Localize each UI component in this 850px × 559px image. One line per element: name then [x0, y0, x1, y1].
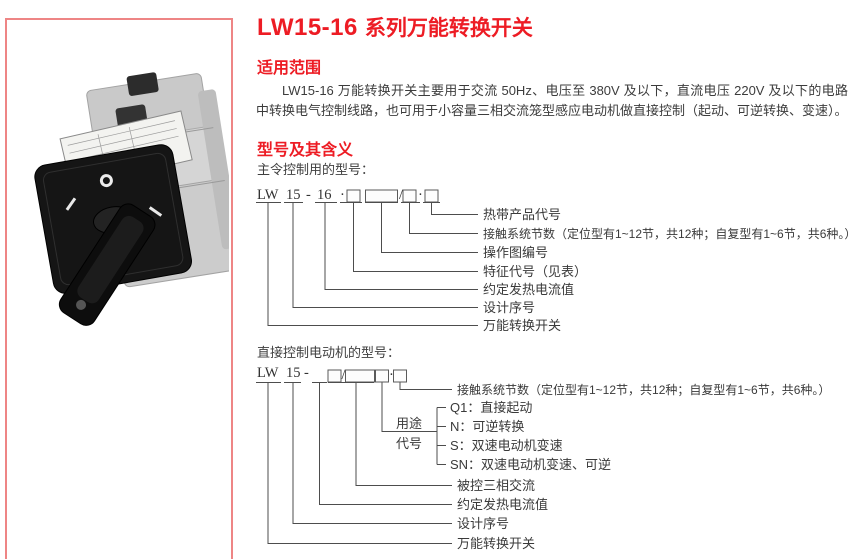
d1-label-feature: 特征代号（见表） [483, 264, 587, 279]
diagram2-caption: 直接控制电动机的型号： [257, 345, 401, 360]
position-mark-left [65, 197, 77, 211]
product-photo-frame: LW15-16 [5, 18, 233, 559]
d1-token-dot1: · [340, 187, 345, 203]
d2-token-lw: LW [257, 365, 279, 381]
connector-line [355, 382, 452, 486]
connector-line [292, 202, 478, 308]
scope-paragraph: LW15-16 万能转换开关主要用于交流 50Hz、电压至 380V 及以下，直… [256, 83, 848, 118]
d1-label-current: 约定发热电流值 [483, 282, 574, 297]
d1-token-16: 16 [317, 187, 332, 203]
position-mark-right [148, 206, 163, 217]
model-code-diagram-motor: LW 15 - / · 接触系统节数（定位型有1~12节，共12种；自复型有1~… [256, 365, 830, 551]
model-code-diagram-master: LW 15 - 16 · / · 热带产品代号 接触系统节数（定位型有1~12节… [256, 187, 850, 333]
d2-label-usage-2: 代号 [396, 436, 422, 451]
scope-heading: 适用范围 [257, 60, 322, 77]
d2-option-n: N：可逆转换 [450, 419, 524, 434]
d1-token-dot2: · [418, 187, 423, 203]
code-box-motor-b [344, 369, 376, 383]
d2-label-switch: 万能转换开关 [457, 536, 535, 551]
code-box-feature [346, 189, 361, 203]
connector-line [353, 202, 478, 272]
title-model-number: LW15-16 [257, 14, 358, 41]
connector-line [381, 202, 478, 253]
d2-token-slash: / [342, 367, 347, 383]
d2-label-current: 约定发热电流值 [457, 497, 548, 512]
d2-option-s: S：双速电动机变速 [450, 438, 563, 453]
code-box-motor-a [327, 369, 342, 383]
d2-token-dot: · [389, 367, 394, 383]
code-box-sections2 [392, 369, 408, 383]
connector-line [292, 382, 452, 524]
connector-line [267, 202, 478, 326]
connector-line [399, 382, 452, 390]
d2-label-design: 设计序号 [457, 516, 509, 531]
d1-label-design: 设计序号 [483, 300, 535, 315]
d1-token-lw: LW [257, 187, 279, 203]
connector-line [409, 202, 478, 234]
d2-label-motor: 被控三相交流 [457, 478, 535, 493]
code-box-usage [374, 369, 390, 383]
d2-option-sn: SN：双速电动机变速、可逆 [450, 457, 611, 472]
code-box-sections [402, 189, 417, 203]
connector-line [431, 202, 478, 215]
connector-line [324, 202, 478, 290]
d2-token-15: 15 [286, 365, 301, 381]
rotary-switch-photo: LW15-16 [34, 72, 229, 326]
d1-label-sections: 接触系统节数（定位型有1~12节，共12种；自复型有1~6节，共6种。） [483, 226, 850, 241]
connector-line [319, 382, 452, 505]
switch-handle [58, 203, 156, 326]
d1-token-dash: - [306, 187, 311, 203]
d2-label-sections: 接触系统节数（定位型有1~12节，共12种；自复型有1~6节，共6种。） [457, 382, 830, 397]
d1-label-tropical: 热带产品代号 [483, 207, 561, 222]
d2-token-dash: - [304, 365, 309, 381]
d1-label-opdiagram: 操作图编号 [483, 245, 548, 260]
d2-label-usage-1: 用途 [396, 416, 422, 431]
connector-line [267, 382, 452, 544]
d2-option-q1: Q1：直接起动 [450, 400, 532, 415]
meaning-heading: 型号及其含义 [257, 142, 354, 159]
d1-label-switch: 万能转换开关 [483, 318, 561, 333]
position-mark-zero [99, 174, 113, 188]
d1-token-15: 15 [286, 187, 301, 203]
code-box-opdiagram [364, 189, 399, 203]
d1-token-slash: / [399, 187, 404, 203]
code-box-tropical [424, 189, 439, 203]
diagram1-caption: 主令控制用的型号： [257, 162, 375, 177]
title-series-name: 系列万能转换开关 [364, 17, 533, 40]
usage-bracket [381, 382, 446, 465]
page-title: LW15-16 系列万能转换开关 [257, 12, 533, 42]
